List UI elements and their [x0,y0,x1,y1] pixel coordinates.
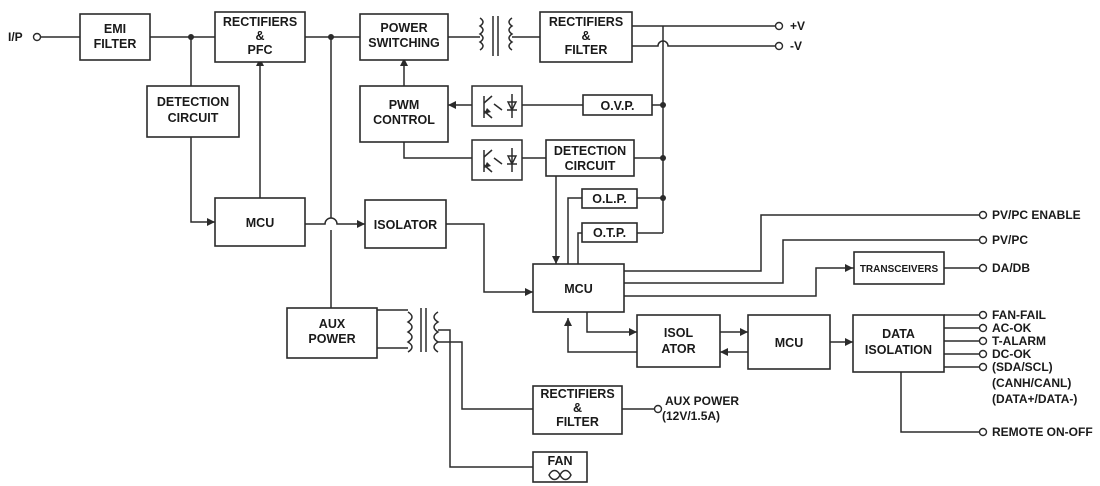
svg-text:EMI: EMI [104,22,126,36]
svg-text:FAN: FAN [548,454,573,468]
rectifiers-filter-aux-block: RECTIFIERS & FILTER [532,385,623,435]
da-db-label: DA/DB [992,261,1030,275]
terminals [32,21,988,437]
pv-pc-enable-label: PV/PC ENABLE [992,208,1081,222]
svg-text:CONTROL: CONTROL [373,113,435,127]
aux-power-block: AUX POWER [286,307,378,359]
mcu-main-block: MCU [532,263,625,313]
neg-output-label: -V [790,39,802,53]
data-pm-label: (DATA+/DATA-) [992,392,1077,406]
svg-text:ISOLATION: ISOLATION [865,343,932,357]
rectifiers-pfc-block: RECTIFIERS & PFC [214,11,306,63]
pwm-control-block: PWM CONTROL [359,85,449,143]
svg-text:PWM: PWM [389,98,420,112]
svg-text:CIRCUIT: CIRCUIT [565,159,616,173]
fan-icon [548,469,572,481]
svg-text:POWER: POWER [308,332,355,346]
svg-text:MCU: MCU [775,336,803,350]
pos-output-label: +V [790,19,805,33]
svg-text:TRANSCEIVERS: TRANSCEIVERS [860,264,939,275]
svg-text:ATOR: ATOR [661,342,695,356]
detection-circuit-1-block: DETECTION CIRCUIT [146,85,240,138]
svg-text:&: & [581,29,590,43]
fan-fail-label: FAN-FAIL [992,308,1046,322]
aux-power-out-label: AUX POWER [665,394,739,408]
svg-text:RECTIFIERS: RECTIFIERS [223,15,297,29]
pv-pc-label: PV/PC [992,233,1028,247]
remote-on-off-label: REMOTE ON-OFF [992,425,1093,439]
ovp-block: O.V.P. [582,94,653,116]
isolator-2-block: ISOL ATOR [636,314,721,368]
optocoupler-icon-detection [471,139,523,181]
svg-text:PFC: PFC [248,43,273,57]
svg-text:AUX: AUX [319,317,346,331]
arrowheads [207,58,853,356]
svg-text:&: & [573,401,582,415]
dc-ok-label: DC-OK [992,347,1032,361]
svg-text:&: & [255,29,264,43]
sda-scl-label: (SDA/SCL) [992,360,1053,374]
svg-text:DETECTION: DETECTION [157,95,229,109]
power-switching-block: POWER SWITCHING [359,13,449,61]
svg-text:O.T.P.: O.T.P. [593,226,626,240]
optocoupler-icon-ovp [471,85,523,127]
svg-text:RECTIFIERS: RECTIFIERS [540,387,614,401]
canh-canl-label: (CANH/CANL) [992,376,1071,390]
t-alarm-label: T-ALARM [992,334,1046,348]
svg-text:MCU: MCU [246,216,274,230]
svg-text:POWER: POWER [380,21,427,35]
svg-text:O.L.P.: O.L.P. [592,192,627,206]
svg-text:DETECTION: DETECTION [554,144,626,158]
fan-block: FAN [532,451,588,483]
otp-block: O.T.P. [581,222,638,243]
svg-text:DATA: DATA [882,327,915,341]
olp-block: O.L.P. [581,188,638,209]
data-isolation-block: DATA ISOLATION [852,314,945,373]
emi-filter-block: EMI FILTER [79,13,151,61]
svg-text:MCU: MCU [564,282,592,296]
port-labels: I/P +V -V PV/PC ENABLE PV/PC DA/DB FAN-F… [8,19,1093,439]
svg-text:ISOLATOR: ISOLATOR [374,218,437,232]
ac-ok-label: AC-OK [992,321,1032,335]
svg-text:RECTIFIERS: RECTIFIERS [549,15,623,29]
aux-transformer-icon [406,308,440,353]
aux-power-rating-label: (12V/1.5A) [662,409,720,423]
svg-text:O.V.P.: O.V.P. [600,99,634,113]
svg-text:FILTER: FILTER [94,37,137,51]
svg-text:FILTER: FILTER [565,43,608,57]
transceivers-block: TRANSCEIVERS [853,251,945,285]
mcu-1-block: MCU [214,197,306,247]
mcu-3-block: MCU [747,314,831,370]
input-label: I/P [8,30,23,44]
svg-text:SWITCHING: SWITCHING [368,36,440,50]
svg-text:ISOL: ISOL [664,326,694,340]
rectifiers-filter-output-block: RECTIFIERS & FILTER [539,11,633,63]
wires [40,25,980,468]
isolator-block: ISOLATOR [364,199,447,249]
svg-text:FILTER: FILTER [556,415,599,429]
svg-text:CIRCUIT: CIRCUIT [168,111,219,125]
junction-dots [188,34,666,201]
main-transformer-icon [478,16,514,56]
detection-circuit-2-block: DETECTION CIRCUIT [545,139,635,177]
